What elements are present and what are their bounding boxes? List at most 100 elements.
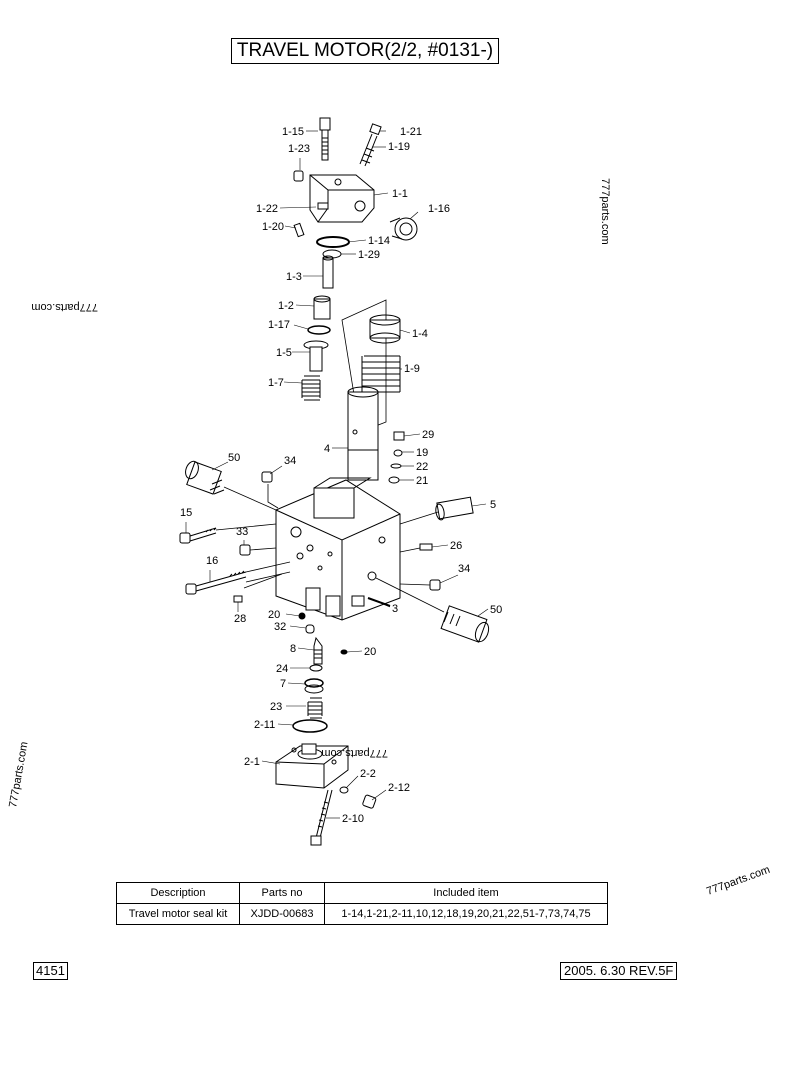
callout-label: 1-1 bbox=[392, 188, 408, 200]
page-number: 4151 bbox=[33, 962, 68, 980]
ring-2-2 bbox=[339, 786, 349, 794]
callout-label: 2-10 bbox=[342, 813, 364, 825]
callout-label: 2-1 bbox=[244, 756, 260, 768]
cap-1-4 bbox=[369, 314, 401, 344]
pin-32 bbox=[305, 624, 315, 634]
callout-label: 1-5 bbox=[276, 347, 292, 359]
callout-label: 23 bbox=[270, 701, 282, 713]
cover-1-1 bbox=[309, 174, 375, 223]
callout-label: 1-2 bbox=[278, 300, 294, 312]
bolt-2-10 bbox=[310, 789, 333, 846]
o-ring-1-14 bbox=[316, 236, 350, 248]
bolt-15 bbox=[179, 527, 217, 544]
callout-label: 5 bbox=[490, 499, 496, 511]
cell-parts-no: XJDD-00683 bbox=[239, 903, 325, 925]
plug-1-23 bbox=[293, 170, 304, 182]
pin-1-20 bbox=[293, 222, 305, 238]
callout-label: 1-17 bbox=[268, 319, 290, 331]
callout-label: 1-22 bbox=[256, 203, 278, 215]
pin-26 bbox=[419, 543, 433, 551]
callout-label: 1-7 bbox=[268, 377, 284, 389]
cell-included-item: 1-14,1-21,2-11,10,12,18,19,20,21,22,51-7… bbox=[324, 903, 608, 925]
table-header-row: Description Parts no Included item bbox=[116, 882, 608, 904]
sleeve-4 bbox=[347, 386, 379, 481]
callout-label: 1-14 bbox=[368, 235, 390, 247]
ring-7 bbox=[304, 678, 324, 694]
callout-label: 34 bbox=[458, 563, 470, 575]
watermark: 777parts.com bbox=[321, 747, 388, 759]
callout-label: 1-23 bbox=[288, 143, 310, 155]
callout-label: 33 bbox=[236, 526, 248, 538]
spool-1-3 bbox=[322, 255, 334, 289]
callout-label: 2-2 bbox=[360, 768, 376, 780]
callout-label: 20 bbox=[268, 609, 280, 621]
callout-label: 16 bbox=[206, 555, 218, 567]
cover-2-1 bbox=[275, 743, 349, 789]
bolt-1-15 bbox=[319, 117, 331, 161]
callout-label: 1-19 bbox=[388, 141, 410, 153]
callout-label: 19 bbox=[416, 447, 428, 459]
callout-label: 32 bbox=[274, 621, 286, 633]
plug-34-upper bbox=[261, 471, 273, 483]
callout-label: 3 bbox=[392, 603, 398, 615]
callout-label: 2-12 bbox=[388, 782, 410, 794]
callout-label: 4 bbox=[324, 443, 330, 455]
callout-label: 28 bbox=[234, 613, 246, 625]
ring-1-17 bbox=[307, 325, 331, 335]
small-parts-29-19-22-21 bbox=[388, 431, 405, 484]
screw-1-21 bbox=[359, 123, 382, 167]
plug-33 bbox=[239, 544, 251, 556]
spring-23 bbox=[307, 697, 323, 719]
callout-label: 24 bbox=[276, 663, 288, 675]
plug-34-lower bbox=[429, 579, 441, 591]
watermark: 777parts.com bbox=[31, 301, 98, 313]
callout-label: 1-15 bbox=[282, 126, 304, 138]
callout-label: 20 bbox=[364, 646, 376, 658]
plug-2-12 bbox=[362, 794, 377, 809]
watermark: 777parts.com bbox=[599, 178, 611, 245]
column-header-parts-no: Parts no bbox=[239, 882, 325, 904]
revision-date: 2005. 6.30 REV.5F bbox=[560, 962, 678, 980]
callout-label: 1-16 bbox=[428, 203, 450, 215]
spring-1-7 bbox=[301, 375, 321, 401]
callout-label: 1-21 bbox=[400, 126, 422, 138]
column-header-included-item: Included item bbox=[324, 882, 608, 904]
spring-1-9 bbox=[361, 355, 401, 393]
column-header-description: Description bbox=[116, 882, 240, 904]
callout-label: 50 bbox=[490, 604, 502, 616]
callout-label: 15 bbox=[180, 507, 192, 519]
callout-label: 1-29 bbox=[358, 249, 380, 261]
callout-label: 7 bbox=[280, 678, 286, 690]
callout-label: 50 bbox=[228, 452, 240, 464]
valve-body bbox=[275, 477, 401, 621]
pin-28 bbox=[233, 595, 243, 603]
ring-20-right bbox=[340, 649, 348, 655]
callout-label: 21 bbox=[416, 475, 428, 487]
callout-label: 1-3 bbox=[286, 271, 302, 283]
callout-label: 1-4 bbox=[412, 328, 428, 340]
callout-label: 26 bbox=[450, 540, 462, 552]
piston-1-5 bbox=[303, 340, 329, 372]
page-title: TRAVEL MOTOR(2/2, #0131-) bbox=[231, 38, 499, 64]
callout-label: 1-20 bbox=[262, 221, 284, 233]
watermark: 777parts.com bbox=[705, 864, 772, 898]
callout-label: 34 bbox=[284, 455, 296, 467]
callout-label: 8 bbox=[290, 643, 296, 655]
spool-8 bbox=[313, 636, 323, 665]
callout-label: 29 bbox=[422, 429, 434, 441]
pin-1-22 bbox=[317, 202, 329, 210]
plug-50-right bbox=[440, 605, 490, 643]
callout-label: 2-11 bbox=[254, 719, 275, 731]
plug-50-left bbox=[185, 460, 225, 495]
bolt-16 bbox=[185, 570, 247, 595]
table-row: Travel motor seal kit XJDD-00683 1-14,1-… bbox=[116, 903, 608, 925]
ring-24 bbox=[309, 664, 323, 672]
watermark: 777parts.com bbox=[7, 741, 30, 809]
cell-description: Travel motor seal kit bbox=[116, 903, 240, 925]
o-ring-2-11 bbox=[292, 719, 328, 733]
callout-label: 1-9 bbox=[404, 363, 420, 375]
seal-kit-table: Description Parts no Included item Trave… bbox=[116, 882, 608, 925]
sleeve-1-2 bbox=[313, 295, 331, 320]
callout-label: 22 bbox=[416, 461, 428, 473]
